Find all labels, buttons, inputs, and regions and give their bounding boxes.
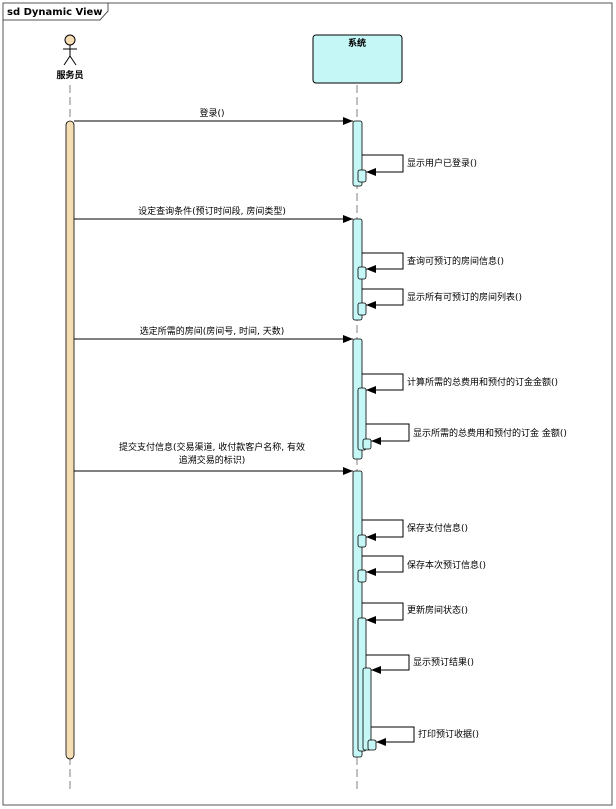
self-call-label: 显示所需的总费用和预付的订金 金额() [413, 427, 567, 439]
message-label-line2: 追溯交易的标识) [179, 454, 246, 466]
self-call-label: 保存本次预订信息() [407, 559, 486, 571]
frame-title: sd Dynamic View [7, 7, 103, 18]
system-participant-name: 系统 [348, 37, 366, 49]
system-activation-nested [362, 438, 372, 450]
system-activation-nested [357, 302, 367, 316]
self-call-arrow [362, 602, 404, 624]
actor-icon [63, 34, 77, 66]
self-call-arrow [371, 726, 415, 746]
message-label: 登录() [199, 108, 224, 119]
self-call-label: 保存支付信息() [407, 522, 468, 534]
system-activation-nested [357, 387, 367, 451]
self-call-arrow [362, 154, 404, 176]
self-call-label: 显示所有可预订的房间列表() [407, 291, 522, 303]
user-activation-bar [65, 120, 75, 760]
self-call-arrow [362, 519, 404, 541]
system-activation-nested [357, 569, 367, 583]
self-call-label: 打印预订收据() [418, 728, 479, 740]
self-call-label: 计算所需的总费用和预付的订金金额() [407, 376, 558, 388]
self-call-label: 查询可预订的房间信息() [407, 255, 504, 267]
system-participant-box [312, 34, 403, 84]
system-activation-nested [357, 169, 367, 183]
message-label: 设定查询条件(预订时间段, 房间类型) [138, 205, 286, 217]
self-call-label: 显示用户已登录() [407, 157, 477, 169]
self-call-arrow [362, 252, 404, 273]
system-activation-nested [362, 667, 372, 751]
self-call-arrow [366, 654, 410, 674]
message-label: 选定所需的房间(房间号, 时间, 天数) [140, 325, 284, 337]
self-call-label: 更新房间状态() [407, 604, 468, 616]
actor-user-name: 服务员 [56, 69, 83, 81]
message-label-line1: 提交支付信息(交易渠道, 收付款客户名称, 有效 [119, 441, 305, 453]
self-call-arrow [362, 555, 404, 576]
frame-title-tab [2, 2, 109, 21]
system-activation-nested [367, 739, 377, 751]
self-call-arrow [362, 288, 404, 309]
self-call-label: 显示预订结果() [413, 656, 474, 668]
system-activation-nested [357, 266, 367, 280]
self-call-arrow [366, 423, 410, 445]
system-activation-nested [357, 534, 367, 548]
self-call-arrow [362, 373, 404, 394]
